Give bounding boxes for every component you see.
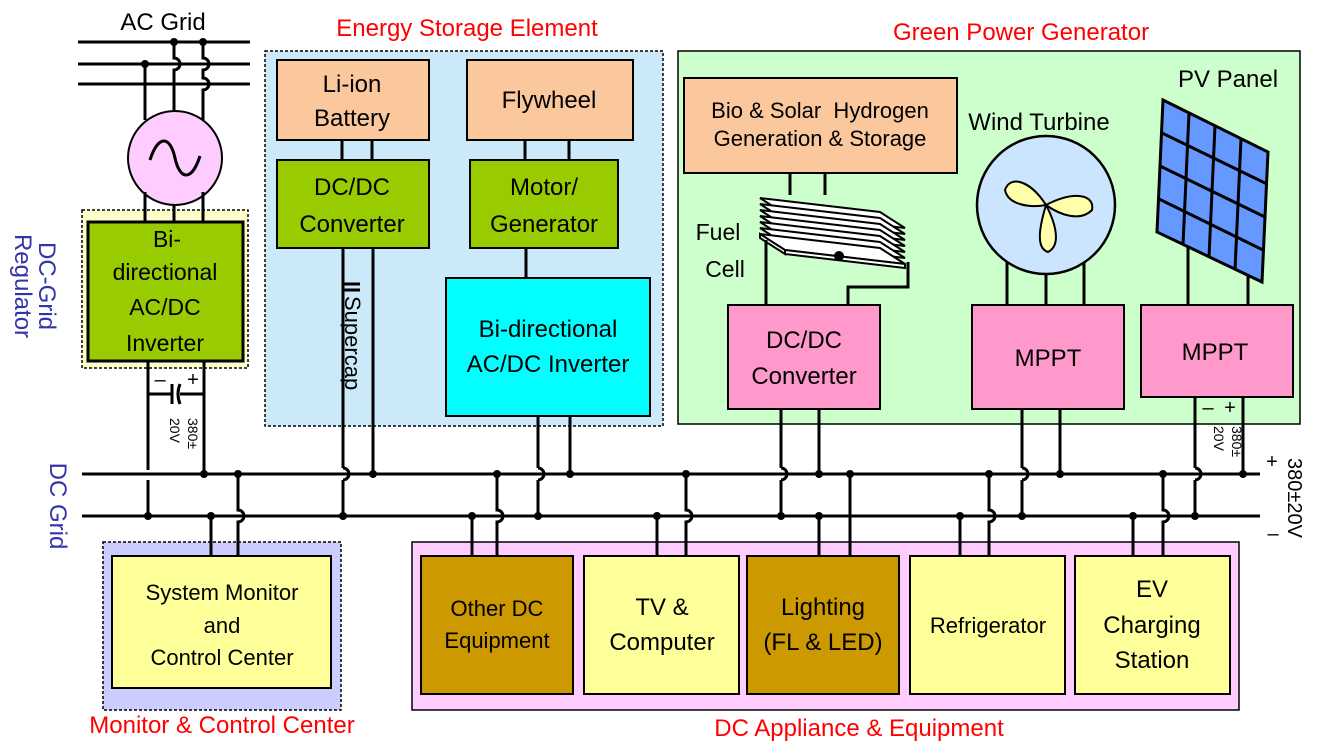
ev-line2: Charging	[1103, 612, 1200, 639]
dc-grid-label: DC Grid	[44, 463, 71, 550]
ev-charging-box	[1074, 555, 1231, 695]
bus-voltage: 380±20V	[1283, 458, 1305, 539]
mppt-wind-box	[971, 304, 1125, 410]
system-monitor-box	[111, 555, 332, 689]
wind-turbine-icon	[975, 134, 1117, 276]
mppt-wind-label: MPPT	[1015, 345, 1082, 372]
tv-line2: Computer	[609, 629, 714, 656]
storage-dcdc-line2: Converter	[299, 211, 404, 238]
motor-line1: Motor/	[510, 174, 578, 201]
regulator-voltage-line2: 20V	[167, 418, 183, 444]
regulator-inverter-line3: AC/DC	[129, 294, 201, 320]
green-dcdc-line1: DC/DC	[766, 327, 842, 354]
dc-grid-regulator-label-line2: Regulator	[9, 234, 36, 338]
monitor-line3: Control Center	[150, 645, 293, 670]
fuel-cell-icon	[759, 197, 906, 270]
storage-dcdc-line1: DC/DC	[314, 174, 390, 201]
storage-inverter-line1: Bi-directional	[479, 316, 618, 343]
other-dc-line1: Other DC	[451, 596, 544, 621]
storage-inverter-box	[445, 277, 651, 417]
refrigerator-box	[909, 555, 1066, 695]
other-dc-line2: Equipment	[444, 628, 549, 653]
tv-line1: TV &	[635, 594, 688, 621]
energy-storage-title: Energy Storage Element	[336, 15, 598, 42]
bio-hydrogen-line2: Generation & Storage	[714, 126, 927, 151]
motor-line2: Generator	[490, 211, 598, 238]
pv-voltage-line2: 20V	[1211, 426, 1227, 452]
mppt-pv-label: MPPT	[1182, 339, 1249, 366]
regulator-inverter-box	[86, 220, 245, 363]
flywheel-box	[466, 59, 634, 141]
tv-computer-box	[583, 555, 740, 695]
regulator-inverter-line4: Inverter	[126, 330, 204, 356]
regulator-inverter-line2: directional	[113, 259, 218, 285]
lighting-line1: Lighting	[781, 594, 865, 621]
storage-inverter-line2: AC/DC Inverter	[467, 351, 630, 378]
bio-hydrogen-line1: Bio & Solar Hydrogen	[711, 98, 929, 123]
wind-turbine-label: Wind Turbine	[968, 109, 1109, 136]
regulator-minus: –	[154, 369, 166, 391]
ac-source-icon	[127, 110, 223, 206]
green-dcdc-box	[727, 304, 881, 410]
regulator-voltage-line1: 380±	[185, 418, 201, 449]
other-dc-box	[420, 555, 574, 695]
bus-plus: +	[1266, 451, 1278, 473]
fuel-cell-line1: Fuel	[696, 219, 741, 245]
dc-appliance-title: DC Appliance & Equipment	[714, 715, 1004, 742]
regulator-plus: +	[187, 369, 199, 391]
pv-panel-label: PV Panel	[1178, 66, 1278, 93]
green-dcdc-line2: Converter	[751, 363, 856, 390]
dc-bus	[82, 472, 1260, 518]
dc-grid-regulator-label-line1: DC-Grid	[33, 242, 60, 330]
regulator-inverter-line1: Bi-	[153, 226, 181, 252]
lighting-line2: (FL & LED)	[763, 629, 882, 656]
monitor-line1: System Monitor	[146, 580, 299, 605]
refrigerator-label: Refrigerator	[930, 613, 1046, 638]
battery-line1: Li-ion	[323, 71, 382, 98]
supercap-label: Supercap	[340, 296, 365, 390]
ac-grid-title: AC Grid	[120, 9, 205, 36]
fuel-cell-line2: Cell	[705, 256, 745, 282]
motor-generator-box	[469, 159, 619, 249]
monitor-line2: and	[204, 613, 241, 638]
pv-panel-icon	[1155, 97, 1270, 285]
monitor-control-title: Monitor & Control Center	[89, 712, 354, 739]
flywheel-label: Flywheel	[502, 87, 597, 114]
mppt-pv-box	[1140, 304, 1294, 398]
storage-dcdc-box	[276, 159, 430, 249]
ac-grid-lines	[78, 40, 250, 120]
green-power-title: Green Power Generator	[893, 19, 1149, 46]
battery-line2: Battery	[314, 105, 390, 132]
bus-minus: –	[1267, 523, 1279, 545]
lighting-box	[746, 555, 900, 695]
pv-plus: +	[1224, 397, 1236, 419]
pv-minus: –	[1202, 397, 1214, 419]
ev-line3: Station	[1115, 647, 1190, 674]
pv-voltage-line1: 380±	[1229, 426, 1245, 457]
bio-hydrogen-box	[683, 77, 958, 174]
ev-line1: EV	[1136, 576, 1168, 603]
li-ion-battery-box	[276, 59, 430, 141]
